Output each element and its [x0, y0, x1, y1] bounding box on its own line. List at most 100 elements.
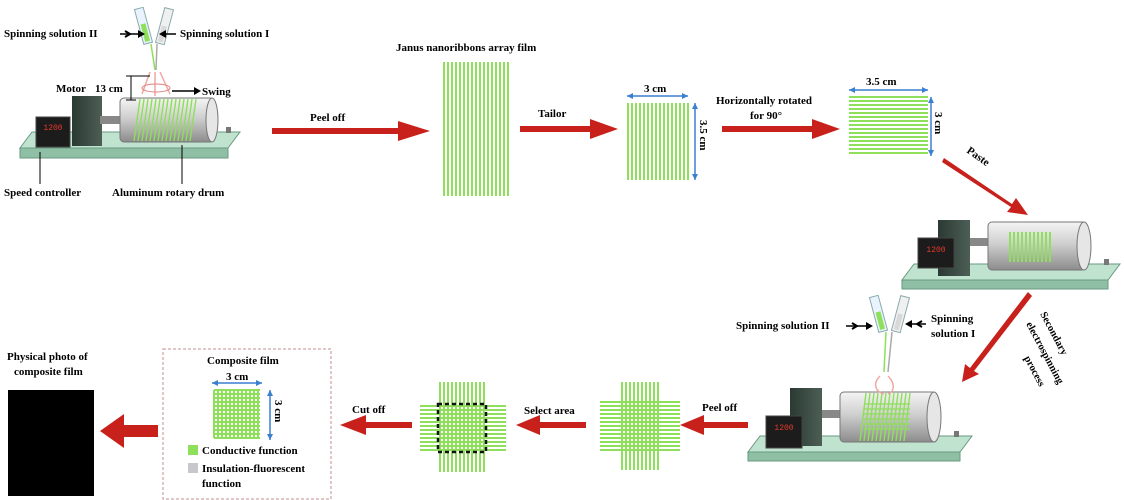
- setup-1-shaft: [100, 116, 124, 124]
- drum-fiber: [875, 392, 883, 442]
- arrow-rotate: Horizontally rotated for 90°: [716, 95, 840, 139]
- drum-fiber: [137, 98, 145, 142]
- label-swing: Swing: [202, 86, 231, 98]
- label-physical-photo-1: Physical photo of: [7, 351, 88, 363]
- drum-fiber: [859, 392, 867, 442]
- label-tailor: Tailor: [538, 108, 566, 120]
- setup-3-display: 1200: [774, 424, 793, 433]
- label-cut-off: Cut off: [352, 404, 386, 416]
- arrow-peel-off-2: Peel off: [680, 402, 748, 435]
- composite-film-panel: Composite film 3 cm 3 cm Conductive func…: [162, 348, 332, 500]
- label-peel-off-1: Peel off: [310, 112, 345, 124]
- label-physical-photo-2: composite film: [14, 366, 83, 378]
- drum-fiber: [883, 392, 891, 442]
- drum-fiber: [185, 98, 193, 142]
- arrow-to-photo: [100, 414, 158, 448]
- setup-2-pasted-film: [1009, 232, 1051, 262]
- label-spinning-solution-ii: Spinning solution II: [4, 28, 98, 40]
- arrow-secondary-electrospinning: Secondary electrospinning process: [962, 292, 1070, 389]
- drum-fiber: [181, 98, 189, 142]
- drum-fiber: [871, 392, 879, 442]
- electrospinning-setup-1: 1200 Spinning solution II Spinning solut…: [4, 6, 269, 199]
- selection-box: [436, 402, 488, 454]
- setup-2-display: 1200: [926, 246, 945, 255]
- label-35cm-top: 3.5 cm: [866, 76, 897, 88]
- label-composite-film: Composite film: [207, 355, 279, 367]
- setup-3-drum: [839, 391, 937, 443]
- drum-fiber: [879, 392, 887, 442]
- syringe-pair-2: [868, 294, 911, 373]
- drum-fiber: [141, 98, 149, 142]
- label-rotated-2: for 90°: [750, 110, 782, 122]
- label-3cm-top: 3 cm: [644, 83, 666, 95]
- drum-fiber: [895, 392, 903, 442]
- tailored-film: 3 cm 3.5 cm: [627, 83, 709, 180]
- label-paste: Paste: [964, 145, 991, 169]
- physical-photo: Physical photo of composite film: [7, 351, 94, 496]
- setup-1-drum-fibers: [133, 98, 197, 142]
- drum-fiber: [863, 392, 871, 442]
- drum-fiber: [169, 98, 177, 142]
- drum-fiber: [157, 98, 165, 142]
- legend-insulation-1: Insulation-fluorescent: [202, 463, 305, 475]
- drum-fiber: [165, 98, 173, 142]
- arrow-paste: Paste: [942, 145, 1028, 215]
- label-select-area: Select area: [524, 405, 575, 417]
- label-peel-off-2: Peel off: [702, 402, 737, 414]
- legend-conductive: Conductive function: [202, 445, 298, 457]
- setup-1-drum-end: [205, 97, 219, 143]
- arrow-cut-off: Cut off: [340, 404, 412, 435]
- arrow-peel-off-1: Peel off: [272, 112, 430, 141]
- drum-fiber: [133, 98, 141, 142]
- drum-fiber: [887, 392, 895, 442]
- drum-fiber: [891, 392, 899, 442]
- drum-fiber: [161, 98, 169, 142]
- drum-fiber: [145, 98, 153, 142]
- label-solution-i: solution I: [931, 328, 975, 340]
- speed-controller-display: 1200: [43, 124, 62, 133]
- label-aluminum-drum: Aluminum rotary drum: [112, 187, 224, 199]
- legend-swatch-conductive: [188, 445, 198, 455]
- setup-3-drum-fibers: [859, 392, 911, 442]
- setup-1-base-front: [19, 147, 229, 159]
- selected-area-film: [420, 382, 506, 472]
- janus-nanoribbons-film: [443, 62, 509, 196]
- drum-fiber: [903, 392, 911, 442]
- drum-fiber: [867, 392, 875, 442]
- label-3cm-side: 3 cm: [932, 112, 944, 134]
- swing-arc-1: [141, 83, 171, 93]
- drum-fiber: [149, 98, 157, 142]
- physical-photo-image: [8, 390, 94, 496]
- arrow-tailor: Tailor: [520, 108, 618, 139]
- label-13cm: 13 cm: [95, 83, 123, 95]
- drum-fiber: [189, 98, 197, 142]
- label-composite-3cm-top: 3 cm: [226, 371, 248, 383]
- rotated-film: 3.5 cm 3 cm: [849, 76, 944, 156]
- setup-3-controller: [765, 415, 803, 449]
- label-janus-film: Janus nanoribbons array film: [396, 42, 536, 54]
- spray-cone-2: [874, 375, 894, 395]
- label-spinning-solution-ii-2: Spinning solution II: [736, 320, 830, 332]
- setup-2-controller: [917, 237, 955, 269]
- speed-controller-box: [35, 116, 71, 148]
- drum-setup-2: 1200: [901, 220, 1121, 290]
- composite-film-grid: [213, 389, 260, 439]
- legend-insulation-2: function: [202, 478, 241, 490]
- crossed-film: [600, 382, 680, 470]
- syringe-pair-1: [133, 6, 175, 71]
- setup-1-motor: [72, 96, 102, 146]
- drum-fiber: [177, 98, 185, 142]
- label-35cm-side: 3.5 cm: [697, 120, 709, 151]
- label-rotated-1: Horizontally rotated: [716, 95, 812, 107]
- composite-panel-border: [162, 348, 332, 500]
- label-composite-3cm-side: 3 cm: [272, 400, 284, 422]
- setup-1-post: [226, 127, 231, 133]
- drum-fiber: [899, 392, 907, 442]
- electrospinning-setup-3: 1200 Spinning solution II Spinning solut…: [736, 294, 975, 462]
- drum-fiber: [173, 98, 181, 142]
- legend-swatch-insulation: [188, 463, 198, 473]
- label-spinning-solution-i: Spinning solution I: [180, 28, 269, 40]
- label-speed-controller: Speed controller: [4, 187, 81, 199]
